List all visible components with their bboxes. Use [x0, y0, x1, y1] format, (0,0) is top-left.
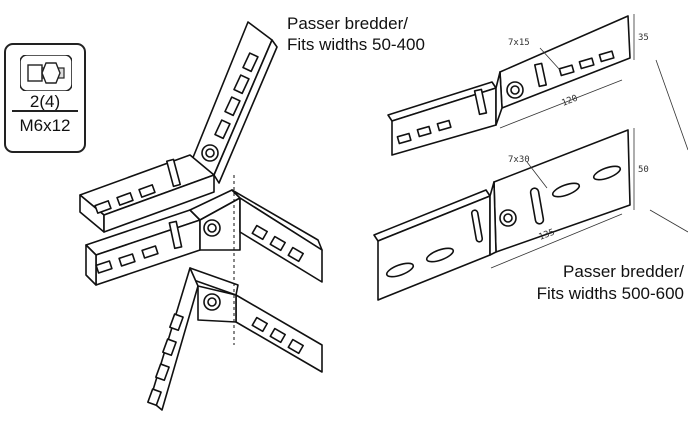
hardware-callout: 2(4) M6x12: [4, 43, 86, 153]
connector-narrow: [387, 15, 631, 156]
wide-length-dim: 135: [537, 228, 556, 243]
narrow-widths-label-no: Passer bredder/: [287, 14, 408, 33]
hardware-bolt-size: M6x12: [19, 116, 71, 135]
wide-slot-dim: 7x30: [508, 155, 530, 165]
bracket-corner-middle: [85, 189, 323, 286]
wide-widths-label-en: Fits widths 500-600: [536, 284, 684, 303]
narrow-length-dim: 120: [560, 94, 579, 109]
narrow-widths-label-en: Fits widths 50-400: [287, 35, 425, 54]
wide-height-dim: 50: [638, 165, 649, 175]
connector-wide: [373, 129, 631, 301]
narrow-slot-dim: 7x15: [508, 38, 530, 48]
bracket-angled-bottom: [147, 267, 323, 411]
dimension-lines: [490, 14, 688, 269]
narrow-height-dim: 35: [638, 33, 649, 43]
bolt-nut-icon: [20, 55, 72, 91]
wide-widths-label-no: Passer bredder/: [563, 262, 684, 281]
hardware-divider: [12, 110, 78, 112]
bracket-angled-top: [79, 21, 278, 233]
hardware-quantity: 2(4): [29, 92, 61, 111]
